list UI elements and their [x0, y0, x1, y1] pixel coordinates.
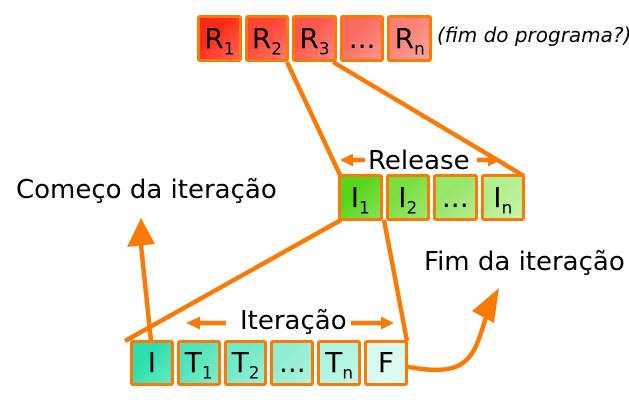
box-label: ...	[278, 346, 306, 379]
box-label-sub: n	[414, 38, 425, 59]
release-right-arrow-icon	[488, 153, 501, 167]
box-label-sub: 3	[318, 38, 330, 59]
iteration-start-annotation: Começo da iteração	[16, 175, 277, 205]
box-label: I	[147, 346, 157, 379]
box-label-sub: 2	[406, 197, 418, 218]
iteracao-right-arrow-icon	[381, 316, 394, 330]
box-label: R	[204, 21, 224, 55]
release-box-r1: R1	[197, 15, 242, 62]
box-label: R	[299, 21, 319, 55]
box-label-sub: n	[342, 362, 353, 383]
iteration-box-dots: ...	[433, 174, 478, 221]
task-box-dots: ...	[270, 340, 315, 386]
task-box-t1: T1	[176, 340, 221, 386]
releases-row: R1 R2 R3 ... Rn	[197, 15, 432, 62]
box-label: I	[493, 180, 502, 214]
up-arrowhead-icon	[127, 218, 155, 247]
box-label-sub: n	[501, 197, 513, 218]
box-label: ...	[348, 21, 376, 55]
iteracao-left-arrow-icon	[186, 316, 200, 330]
release-box-r3: R3	[292, 15, 337, 62]
task-box-tn: Tn	[317, 340, 361, 386]
curved-arrowhead-icon	[472, 288, 499, 323]
end-of-program-annotation: (fim do programa?)	[437, 23, 629, 47]
box-label: T	[184, 346, 202, 379]
release-box-dots: ...	[339, 15, 385, 62]
box-label: R	[251, 21, 272, 55]
connector-iteration-to-tasks-left	[123, 218, 343, 343]
iteracao-span-label: Iteração	[240, 306, 347, 336]
iterations-row: I1 I2 ... In	[338, 174, 525, 221]
iteration-end-arrow-shaft	[406, 314, 489, 373]
iteration-box-i2: I2	[385, 174, 430, 221]
release-box-rn: Rn	[387, 15, 432, 62]
tasks-row: I T1 T2 ... Tn F	[130, 340, 408, 386]
iteration-box-in: In	[480, 174, 525, 221]
box-label: R	[394, 21, 415, 55]
box-label: I	[350, 180, 360, 214]
release-span-label: Release	[368, 146, 470, 176]
release-left-arrow-icon	[340, 153, 353, 167]
box-label-sub: 1	[223, 38, 235, 59]
connector-iteration-to-tasks-right	[381, 219, 410, 342]
box-label: I	[398, 180, 407, 214]
iteration-end-annotation: Fim da iteração	[424, 247, 625, 277]
task-box-t2: T2	[223, 340, 268, 386]
box-label: T	[325, 346, 343, 379]
box-label-sub: 1	[201, 362, 213, 383]
box-label: T	[231, 346, 249, 379]
connector-release-to-iterations-left	[284, 61, 344, 178]
iteration-box-i1: I1	[338, 174, 383, 221]
box-label-sub: 1	[359, 197, 370, 218]
release-box-r2: R2	[244, 15, 290, 62]
task-box-f: F	[363, 340, 408, 386]
box-label-sub: 2	[248, 362, 260, 383]
box-label-sub: 2	[271, 38, 282, 59]
task-box-i: I	[130, 340, 174, 386]
iteration-start-arrow-shaft	[138, 244, 154, 342]
box-label: F	[377, 346, 394, 379]
box-label: ...	[441, 180, 469, 214]
